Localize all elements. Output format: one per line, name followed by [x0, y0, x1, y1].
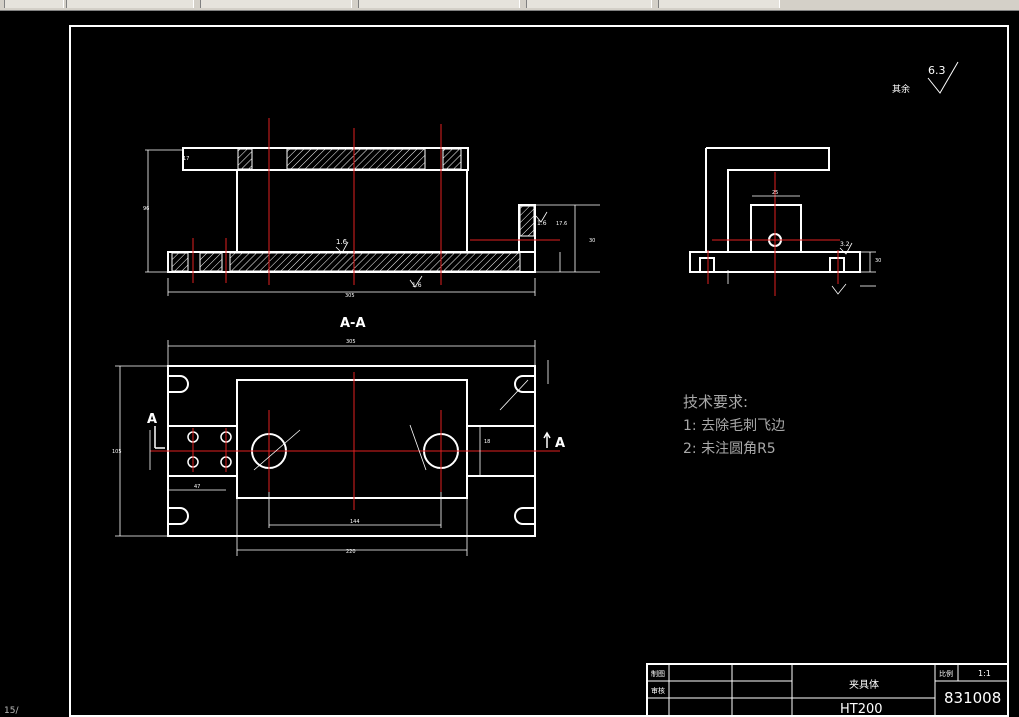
roughness-mark: [535, 211, 548, 223]
dimensions-section: [145, 149, 600, 296]
dim-bottom-width: 305: [346, 339, 356, 345]
toolbar-button[interactable]: [200, 0, 352, 8]
toolbar-button[interactable]: [358, 0, 520, 8]
roughness-mark: [409, 275, 423, 288]
drawing-border: [69, 25, 1009, 717]
dim-top-small: 17.6: [556, 221, 567, 227]
centerlines-section: [192, 118, 560, 285]
scale-label: 比例: [939, 669, 953, 678]
dim-top-left-thk: 17: [183, 156, 189, 162]
part-name: 夹具体: [849, 678, 879, 691]
roughness-symbol: [927, 61, 959, 94]
coordinate-readout: 15/: [4, 706, 19, 716]
plan-small-holes: [187, 431, 232, 468]
tech-req-item-2: 2: 未注圆角R5: [683, 441, 776, 457]
title-row-label-1: 制图: [651, 669, 665, 678]
section-arrow-label-left: A: [147, 412, 157, 427]
toolbar-button[interactable]: [658, 0, 780, 8]
roughness-local-2: 1.6: [412, 282, 422, 289]
section-arrow-right: [543, 431, 551, 448]
tech-req-item-1: 1: 去除毛刺飞边: [683, 418, 785, 434]
section-arrow-left: [154, 426, 165, 449]
section-arrow-label-right: A: [555, 436, 565, 451]
roughness-symbol-value: 6.3: [928, 64, 946, 77]
dim-bottom-inner: 220: [346, 549, 356, 555]
drawing-number: 831008: [944, 689, 1001, 707]
toolbar: [0, 0, 1019, 11]
dim-side-w: 25: [772, 190, 778, 196]
roughness-local-1: 1.6: [336, 238, 348, 246]
dim-top-height: 96: [143, 206, 149, 212]
roughness-note: 其余: [892, 83, 910, 95]
dim-bottom-holes: 144: [350, 519, 360, 525]
centerlines-side: [707, 172, 840, 296]
roughness-mark: [335, 241, 349, 254]
title-row-label-2: 审核: [651, 686, 665, 695]
scale-value: 1:1: [978, 669, 991, 678]
roughness-mark: [839, 242, 853, 255]
tech-req-title: 技术要求:: [683, 393, 748, 411]
dimensions-side: [727, 195, 876, 287]
roughness-mark: [831, 283, 847, 295]
dim-bottom-side: 18: [484, 439, 490, 445]
section-view: [167, 147, 536, 273]
dim-bottom-height: 105: [112, 449, 122, 455]
dim-side-h: 30: [875, 258, 881, 264]
dim-top-width: 305: [345, 293, 355, 299]
material: HT200: [840, 702, 883, 717]
dimensions-plan: [115, 340, 549, 556]
title-block: [646, 663, 1009, 717]
centerlines-plan: [150, 372, 560, 510]
toolbar-button[interactable]: [66, 0, 194, 8]
toolbar-button[interactable]: [4, 0, 64, 8]
section-hatching: [171, 148, 535, 272]
dim-bottom-left: 47: [194, 484, 200, 490]
roughness-local-4: 3.2: [840, 241, 850, 248]
roughness-local-3: 1.6: [537, 220, 547, 227]
drawing-canvas[interactable]: 305 96 17 30 17.6 1.6 1.6 1.6 A-A: [0, 10, 1019, 717]
section-label: A-A: [340, 316, 366, 331]
toolbar-button[interactable]: [526, 0, 652, 8]
dim-top-right-h: 30: [589, 238, 595, 244]
